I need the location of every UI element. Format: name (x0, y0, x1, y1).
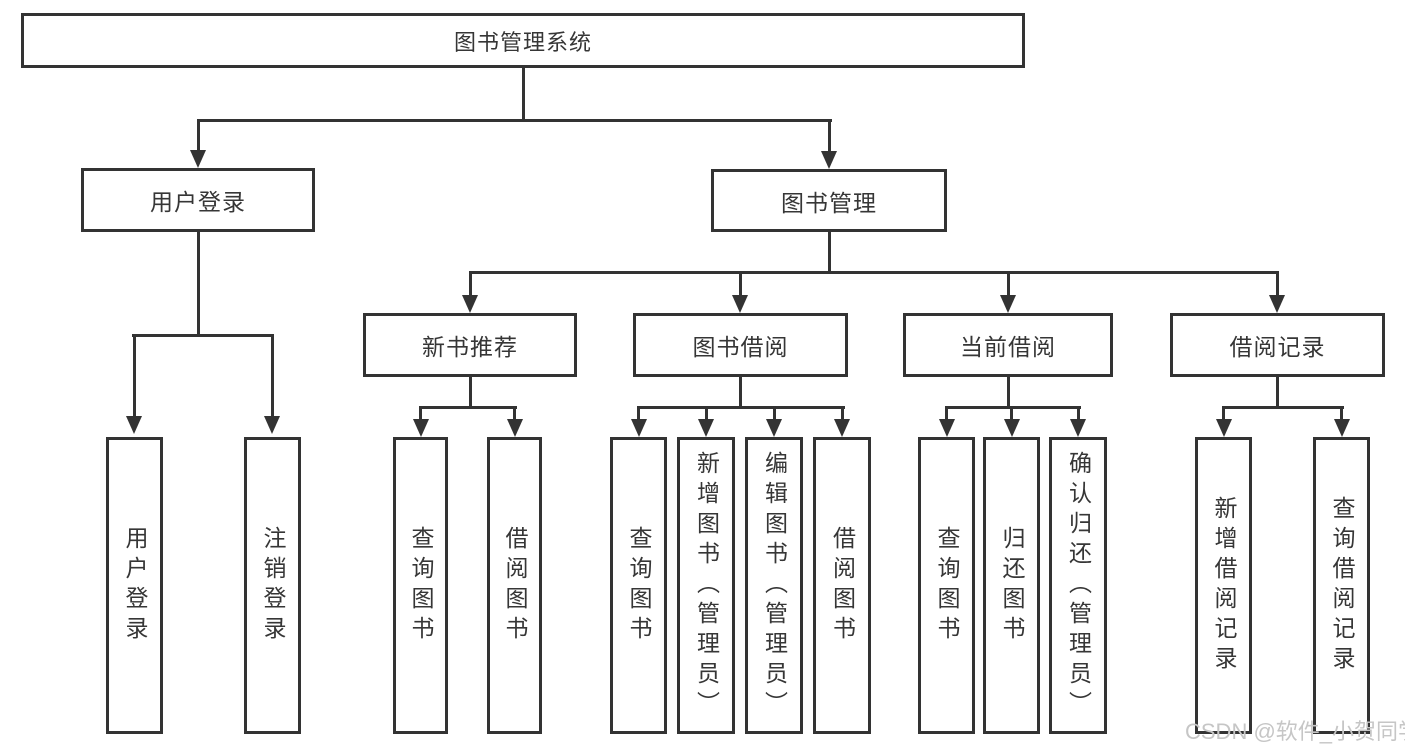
node-current-borrow: 当前借阅 (903, 313, 1113, 377)
leaf-logout: 注销登录 (244, 437, 301, 734)
connector-bookmgmt-stem (827, 232, 831, 274)
arrow-down-icon (938, 419, 955, 437)
arrow-down-icon (1070, 419, 1086, 437)
connector-newbook-rail (418, 406, 517, 409)
arrow-down-icon (1215, 419, 1232, 437)
arrow-down-icon (1333, 419, 1350, 437)
arrow-down-icon (412, 419, 429, 437)
node-root-system: 图书管理系统 (21, 13, 1025, 68)
connector-stem (196, 119, 200, 153)
connector-stem (827, 119, 831, 154)
arrow-down-icon (506, 419, 523, 437)
connector-newbook-stem (468, 377, 472, 409)
leaf-currentborrow-query: 查询图书 (918, 437, 975, 734)
node-book-borrow: 图书借阅 (633, 313, 848, 377)
connector-stem (419, 406, 422, 422)
arrow-down-icon (732, 295, 748, 313)
connector-stem (738, 271, 742, 298)
csdn-watermark: CSDN @软件_小贺同学 (1185, 719, 1405, 744)
connector-stem (1010, 406, 1013, 422)
arrow-down-icon (1003, 419, 1020, 437)
connector-stem (1222, 406, 1225, 422)
connector-userlogin-stem (196, 232, 200, 337)
leaf-newbook-query: 查询图书 (393, 437, 448, 734)
connector-bookborrow-rail (636, 406, 845, 409)
arrow-down-icon (1269, 295, 1285, 313)
node-book-management: 图书管理 (711, 169, 947, 232)
connector-stem (468, 271, 472, 298)
leaf-newbook-borrow: 借阅图书 (487, 437, 542, 734)
arrow-down-icon (630, 419, 647, 437)
arrow-down-icon (190, 150, 206, 168)
arrow-down-icon (1000, 295, 1016, 313)
arrow-down-icon (698, 419, 714, 437)
connector-stem (132, 334, 136, 419)
connector-borrowrecord-stem (1275, 377, 1279, 409)
arrow-down-icon (766, 419, 782, 437)
arrow-down-icon (264, 416, 280, 434)
connector-root-stem (521, 68, 525, 121)
connector-bookborrow-stem (738, 377, 742, 409)
leaf-bookborrow-query: 查询图书 (610, 437, 667, 734)
arrow-down-icon (462, 295, 478, 313)
connector-stem (1340, 406, 1343, 422)
node-new-book-recommend: 新书推荐 (363, 313, 577, 377)
leaf-borrowrecord-query: 查询借阅记录 (1313, 437, 1370, 734)
connector-stem (945, 406, 948, 422)
connector-userlogin-rail (131, 334, 274, 337)
leaf-borrowrecord-add: 新增借阅记录 (1195, 437, 1252, 734)
connector-borrowrecord-rail (1221, 406, 1344, 409)
connector-level3-rail (468, 271, 1279, 274)
connector-stem (637, 406, 640, 422)
connector-stem (1006, 271, 1010, 298)
leaf-bookborrow-edit-admin: 编辑图书（管理员） (745, 437, 803, 734)
leaf-currentborrow-return: 归还图书 (983, 437, 1040, 734)
node-user-login: 用户登录 (81, 168, 315, 232)
connector-stem (1275, 271, 1279, 298)
connector-currentborrow-stem (1006, 377, 1010, 409)
connector-stem (840, 406, 844, 422)
leaf-currentborrow-confirm-admin: 确认归还（管理员） (1049, 437, 1107, 734)
arrow-down-icon (126, 416, 142, 434)
arrow-down-icon (821, 151, 837, 169)
connector-stem (772, 406, 776, 422)
connector-stem (513, 406, 516, 422)
connector-level2-rail (196, 119, 832, 122)
arrow-down-icon (834, 419, 850, 437)
connector-stem (270, 334, 274, 419)
leaf-user-login: 用户登录 (106, 437, 163, 734)
leaf-bookborrow-borrow: 借阅图书 (813, 437, 871, 734)
node-borrow-record: 借阅记录 (1170, 313, 1385, 377)
connector-stem (1076, 406, 1080, 422)
connector-stem (704, 406, 708, 422)
leaf-bookborrow-add-admin: 新增图书（管理员） (677, 437, 735, 734)
